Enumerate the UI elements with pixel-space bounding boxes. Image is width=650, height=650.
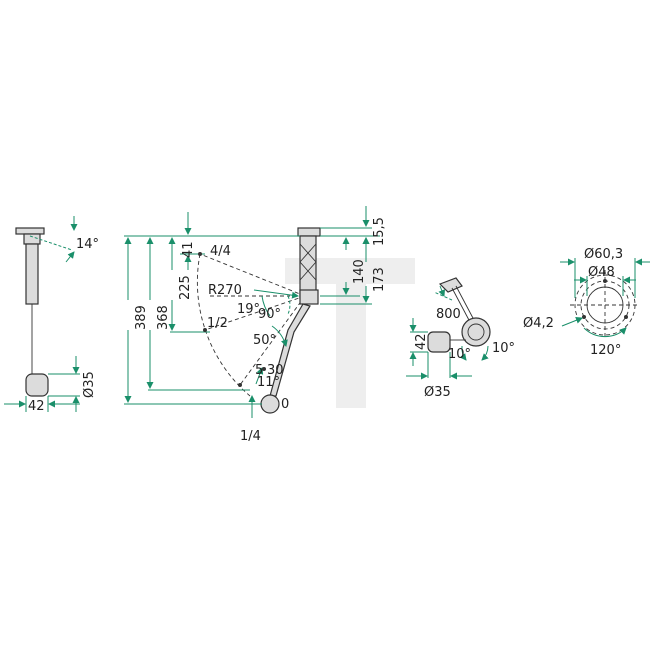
arm-140-label: 140: [352, 259, 367, 284]
float-view: 800 42 Ø35 10° 10°: [406, 277, 515, 400]
flange-spacing-label: 120°: [590, 343, 621, 358]
flange-inner-label: Ø48: [588, 265, 615, 280]
float-height-label: 42: [414, 333, 429, 350]
angle-19-label: 19°: [237, 302, 260, 317]
radius-label: R270: [208, 283, 242, 298]
mark-1-2: 1/2: [207, 316, 228, 331]
angle-11-label: 11°: [257, 375, 280, 390]
flange-hole-label: Ø4,2: [523, 316, 554, 331]
side-width-label: 42: [28, 399, 45, 414]
float-angle-left: 10°: [448, 347, 471, 362]
float-diameter-label: Ø35: [424, 385, 451, 400]
flange-view: Ø60,3 Ø48 Ø4,2 120°: [523, 247, 650, 358]
total-height-label: 389: [134, 305, 149, 330]
float-angle-right: 10°: [492, 341, 515, 356]
side-angle-label: 14°: [76, 237, 99, 252]
mark-4-4: 4/4: [210, 244, 231, 259]
mark-1-4: 1/4: [240, 429, 261, 444]
angle-90-label: 90°: [258, 307, 281, 322]
side-view: 14° Ø35 42: [4, 216, 99, 414]
main-view: 389 368 225 41 15,5 140 173 R270 19° 90°: [124, 206, 387, 444]
mid-height-label: 225: [178, 275, 193, 300]
angle-50-label: 50°: [253, 333, 276, 348]
watermark: [285, 258, 415, 408]
value-5: 5: [255, 363, 263, 378]
float-length-label: 800: [436, 307, 461, 322]
value-0: 0: [281, 397, 289, 412]
flange-outer-label: Ø60,3: [584, 247, 623, 262]
float-height-label: 368: [156, 305, 171, 330]
top-offset-label: 41: [181, 241, 196, 258]
head-depth-label: 15,5: [372, 217, 387, 246]
side-height-label: Ø35: [82, 371, 97, 398]
arm-173-label: 173: [372, 267, 387, 292]
value-30: 30: [267, 363, 284, 378]
